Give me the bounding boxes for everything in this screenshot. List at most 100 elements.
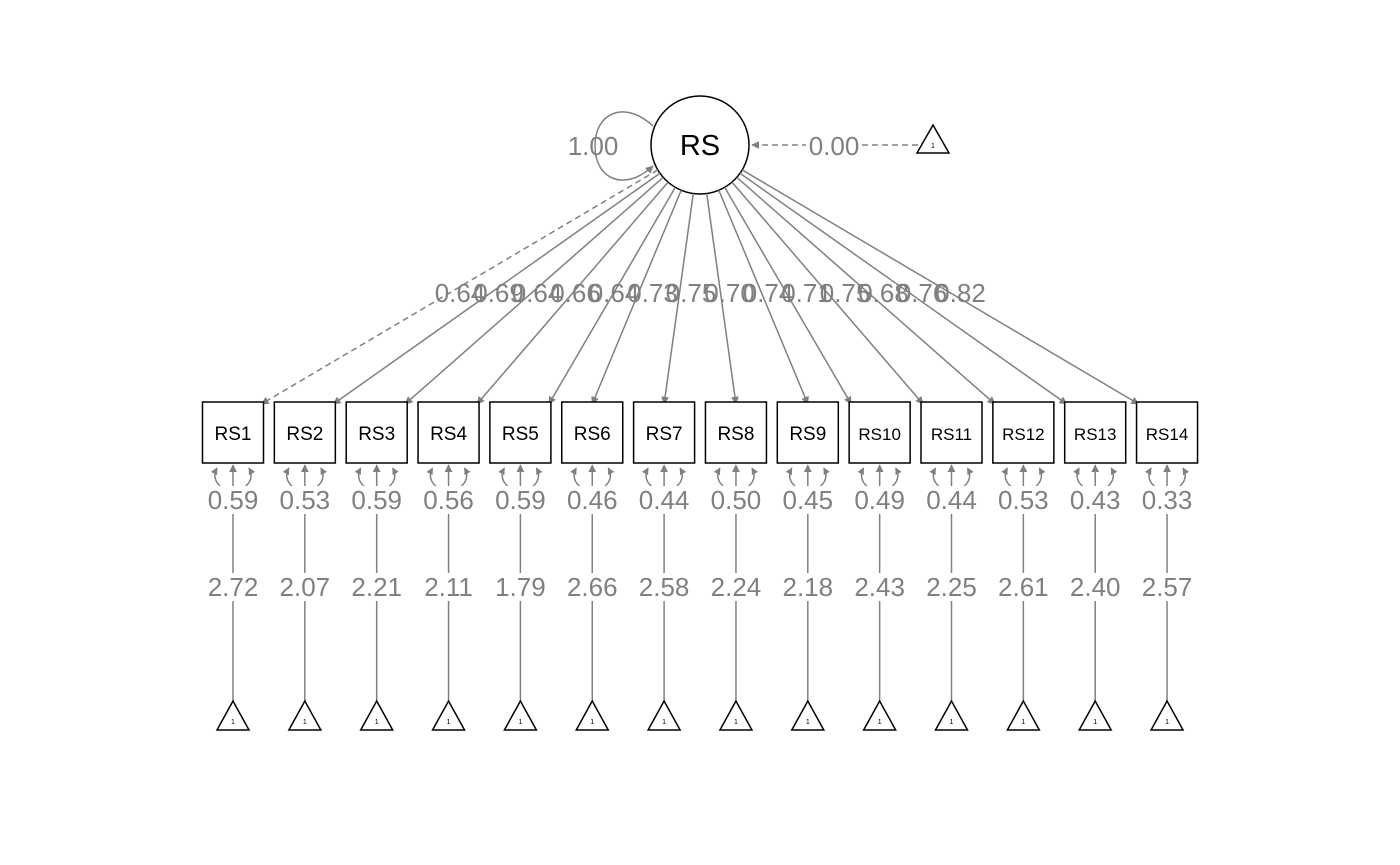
intercept-label-9: 2.18 (782, 572, 833, 602)
residual-label-3: 0.59 (351, 485, 402, 515)
latent-mean-constant-triangle (915, 123, 951, 154)
indicator-box-4 (417, 401, 480, 464)
intercept-label-4: 2.11 (424, 572, 473, 602)
loading-path-2 (332, 172, 661, 405)
residual-label-14: 0.33 (1142, 485, 1193, 515)
loading-path-4 (476, 181, 669, 405)
loading-label-7: 0.75 (666, 278, 717, 308)
intercept-label-1: 2.72 (208, 572, 259, 602)
loading-path-9 (718, 189, 809, 405)
indicator-box-13 (1063, 401, 1127, 464)
indicator-label-8: RS8 (717, 424, 754, 445)
indicators-group: 0.592.72RS110.532.07RS210.592.21RS310.56… (201, 401, 1199, 731)
loading-label-2: 0.69 (473, 278, 524, 308)
indicator-label-12: RS12 (1002, 425, 1045, 444)
indicator-box-8 (704, 401, 768, 464)
intercept-constant-triangle-9 (790, 699, 826, 731)
latent-mean-label: 0.00 (809, 131, 860, 161)
indicator-label-3: RS3 (358, 424, 395, 445)
loading-label-5: 0.64 (589, 278, 640, 308)
intercept-constant-triangle-14 (1149, 699, 1185, 731)
loading-path-8 (705, 193, 739, 405)
indicator-box-6 (561, 401, 624, 464)
intercept-constant-triangle-7 (646, 699, 682, 731)
loading-label-9: 0.74 (743, 278, 794, 308)
indicator-box-5 (489, 401, 552, 464)
latent-node-label: RS (680, 130, 720, 162)
loading-path-7 (661, 193, 695, 405)
indicator-box-11 (920, 401, 983, 464)
indicator-box-1 (201, 401, 265, 464)
intercept-label-6: 2.66 (567, 572, 618, 602)
indicator-label-10: RS10 (858, 425, 901, 444)
residual-label-7: 0.44 (639, 485, 690, 515)
residual-label-11: 0.44 (926, 485, 977, 515)
loading-path-6 (591, 189, 682, 405)
loading-label-12: 0.68 (858, 278, 909, 308)
latent-factor-group: 1.00 0.00 1 RS (568, 95, 951, 195)
latent-variance-loop (594, 111, 654, 181)
intercept-label-11: 2.25 (926, 572, 977, 602)
intercept-constant-label-6: 1 (590, 719, 594, 726)
latent-variance-label: 1.00 (568, 131, 619, 161)
residual-label-6: 0.46 (567, 485, 618, 515)
intercept-constant-triangle-10 (862, 699, 897, 731)
intercept-constant-label-13: 1 (1093, 719, 1097, 726)
indicator-label-11: RS11 (931, 425, 972, 444)
indicator-label-5: RS5 (502, 424, 539, 445)
indicator-box-12 (992, 401, 1055, 464)
indicator-label-6: RS6 (574, 424, 611, 445)
residual-label-4: 0.56 (423, 485, 474, 515)
loading-label-8: 0.70 (704, 278, 755, 308)
intercept-constant-label-4: 1 (447, 719, 451, 726)
intercept-label-13: 2.40 (1070, 572, 1121, 602)
loading-path-10 (724, 186, 852, 405)
intercept-label-10: 2.43 (854, 572, 905, 602)
intercept-constant-label-3: 1 (375, 719, 379, 726)
intercept-constant-label-9: 1 (806, 719, 810, 726)
residual-label-8: 0.50 (711, 485, 762, 515)
loading-label-6: 0.73 (627, 278, 678, 308)
intercept-constant-label-7: 1 (662, 719, 666, 726)
indicator-label-14: RS14 (1146, 425, 1189, 444)
intercept-constant-triangle-11 (934, 699, 969, 731)
loading-path-1 (260, 169, 659, 405)
intercept-constant-label-1: 1 (231, 719, 235, 726)
indicator-box-14 (1135, 401, 1199, 464)
intercept-constant-label-5: 1 (518, 719, 522, 726)
loading-label-14: 0.82 (935, 278, 986, 308)
loading-paths-group (260, 169, 1140, 405)
intercept-label-8: 2.24 (711, 572, 762, 602)
loading-label-3: 0.64 (512, 278, 563, 308)
intercept-constant-triangle-1 (215, 699, 251, 731)
intercept-label-7: 2.58 (639, 572, 690, 602)
indicator-label-7: RS7 (646, 424, 683, 445)
indicator-box-9 (776, 401, 840, 464)
loading-path-12 (736, 176, 996, 405)
intercept-label-2: 2.07 (280, 572, 331, 602)
loading-path-13 (739, 172, 1068, 405)
indicator-box-3 (345, 401, 408, 464)
intercept-constant-triangle-6 (574, 699, 610, 731)
intercept-constant-triangle-5 (503, 699, 538, 731)
residual-label-9: 0.45 (782, 485, 833, 515)
residual-label-2: 0.53 (280, 485, 331, 515)
loading-label-4: 0.66 (550, 278, 601, 308)
indicator-7: 0.44 2.58 RS7 1 (632, 401, 696, 731)
intercept-constant-label-11: 1 (950, 719, 954, 726)
residual-label-13: 0.43 (1070, 485, 1121, 515)
indicator-box-10 (848, 401, 911, 464)
intercept-label-3: 2.21 (351, 572, 402, 602)
intercept-constant-triangle-3 (359, 699, 394, 731)
loading-label-11: 0.75 (820, 278, 871, 308)
indicator-3: 0.59 2.21 RS3 1 (345, 401, 408, 731)
indicator-6: 0.46 2.66 RS6 1 (561, 401, 624, 731)
intercept-constant-label-12: 1 (1021, 719, 1025, 726)
indicator-label-9: RS9 (789, 424, 826, 445)
